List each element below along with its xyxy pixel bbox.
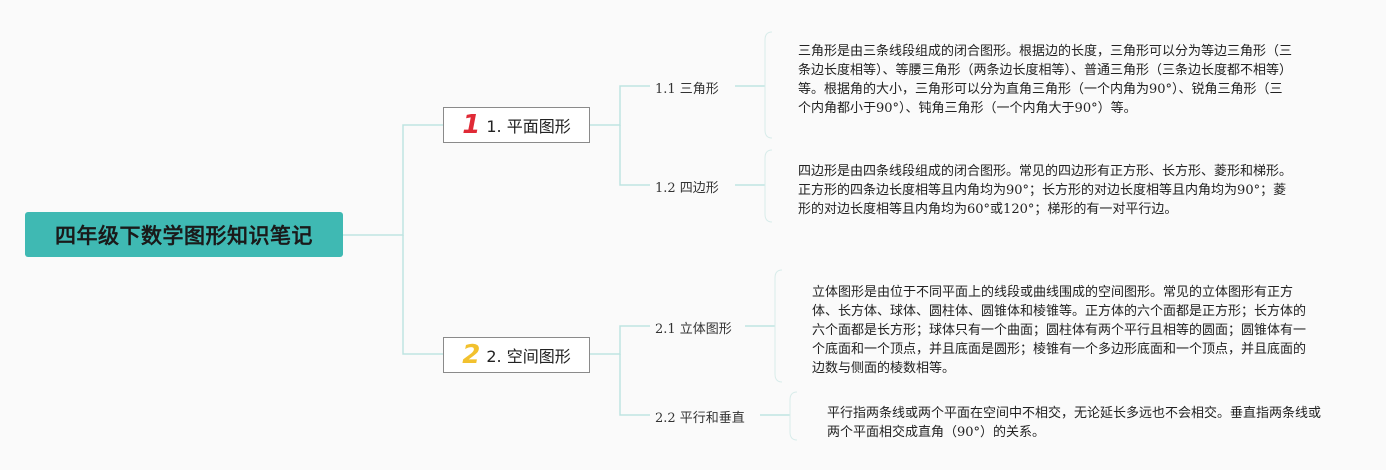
subtopic-parallel-perpendicular[interactable]: 2.2 平行和垂直	[655, 411, 745, 426]
note-quadrilateral: 四边形是由四条线段组成的闭合图形。常见的四边形有正方形、长方形、菱形和梯形。正方…	[798, 164, 1293, 217]
subtopic-quadrilateral[interactable]: 1.2 四边形	[655, 181, 719, 196]
root-topic[interactable]: 四年级下数学图形知识笔记	[25, 212, 343, 257]
note-triangle: 三角形是由三条线段组成的闭合图形。根据边的长度，三角形可以分为等边三角形（三条边…	[798, 44, 1293, 116]
branch-label: 1. 平面图形	[486, 117, 571, 136]
number-two-icon: 2	[462, 340, 481, 370]
number-one-icon: 1	[462, 110, 481, 140]
branch-plane-figures[interactable]: 1 1. 平面图形	[443, 107, 590, 143]
branch-label: 2. 空间图形	[486, 347, 571, 366]
subtopic-triangle[interactable]: 1.1 三角形	[655, 82, 719, 97]
root-title: 四年级下数学图形知识笔记	[55, 223, 313, 248]
branch-space-figures[interactable]: 2 2. 空间图形	[443, 337, 590, 373]
note-solid-figures: 立体图形是由位于不同平面上的线段或曲线围成的空间图形。常见的立体图形有正方体、长…	[812, 285, 1307, 376]
note-parallel-perpendicular: 平行指两条线或两个平面在空间中不相交，无论延长多远也不会相交。垂直指两条线或两个…	[827, 406, 1322, 440]
subtopic-solid-figures[interactable]: 2.1 立体图形	[655, 322, 732, 337]
